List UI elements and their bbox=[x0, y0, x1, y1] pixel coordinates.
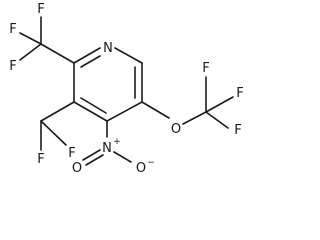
atom-cf3-fluorine-lower-left: F bbox=[9, 59, 16, 74]
bond-nnitro-o-left-b bbox=[85, 154, 104, 166]
atom-ocf3-fluorine-right: F bbox=[236, 86, 243, 101]
bond-c3-cchf2 bbox=[40, 101, 75, 122]
bond-ccf3-f-lower-left bbox=[19, 43, 42, 61]
bond-nnitro-o-left-a bbox=[82, 149, 101, 161]
atom-chf2-fluorine-lower: F bbox=[37, 152, 44, 167]
nitro-oxygen-negative-charge: − bbox=[147, 158, 155, 168]
atom-cf3-fluorine-upper-left: F bbox=[9, 22, 16, 37]
bond-n1-c2 bbox=[73, 47, 101, 64]
bond-c5-oether bbox=[141, 101, 170, 119]
bond-c2-ccf3 bbox=[40, 43, 75, 64]
bond-c2-n1-double bbox=[80, 55, 101, 68]
atom-ocf3-fluorine-top: F bbox=[202, 61, 209, 76]
bond-cocf3-f-bottom bbox=[205, 111, 229, 129]
nitro-group bbox=[82, 120, 132, 166]
difluoromethyl-group bbox=[40, 101, 75, 151]
bond-c3-c4 bbox=[73, 101, 108, 122]
atom-nitro-nitrogen: N bbox=[102, 141, 112, 156]
trifluoromethoxy-group bbox=[141, 76, 234, 129]
pyridine-ring bbox=[73, 47, 143, 122]
atom-nitro-oxygen-right: O bbox=[136, 161, 146, 176]
molecule-svg: N F F F F F N + O O − O F F F bbox=[9, 2, 243, 176]
bond-nnitro-o-right bbox=[113, 151, 132, 163]
atom-chf2-fluorine-right: F bbox=[68, 146, 75, 161]
atom-ring-nitrogen: N bbox=[103, 41, 113, 56]
bond-c6-n1 bbox=[114, 47, 143, 64]
atom-nitro-oxygen-left: O bbox=[72, 161, 82, 176]
trifluoromethyl-group bbox=[19, 16, 75, 64]
bond-c4-c5 bbox=[106, 101, 143, 122]
atom-cf3-fluorine-top: F bbox=[37, 2, 44, 17]
molecule-structure-diagram: N F F F F F N + O O − O F F F bbox=[9, 2, 244, 176]
bond-cocf3-f-right bbox=[205, 96, 234, 113]
bond-cchf2-f-right bbox=[40, 120, 67, 146]
nitro-nitrogen-positive-charge: + bbox=[113, 137, 121, 147]
bond-oether-cocf3 bbox=[182, 111, 207, 125]
bond-ccf3-f-upper-left bbox=[19, 32, 42, 45]
atom-ether-oxygen: O bbox=[171, 122, 181, 137]
bond-c3-c4-double bbox=[80, 97, 107, 114]
atom-ocf3-fluorine-bottom: F bbox=[234, 123, 241, 138]
